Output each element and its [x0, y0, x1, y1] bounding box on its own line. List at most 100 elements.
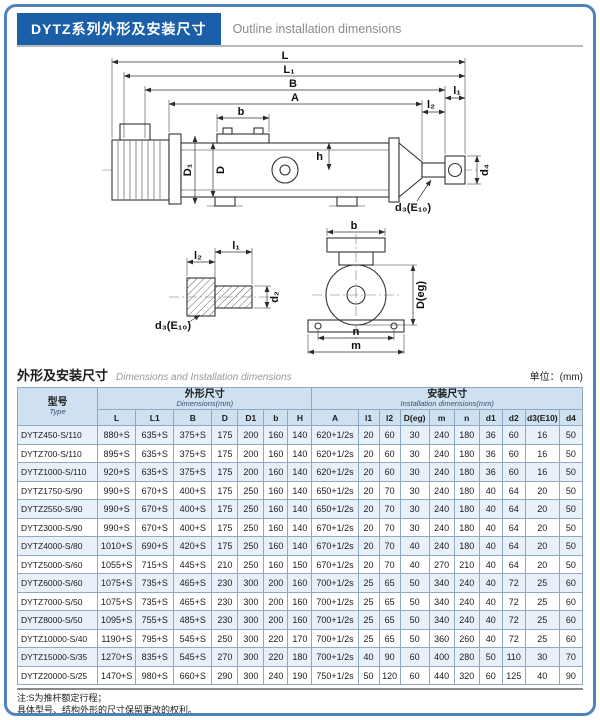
value-cell: 25 — [357, 628, 380, 649]
col-header-B: B — [173, 409, 213, 427]
value-cell: 250 — [237, 554, 265, 575]
value-cell: 260 — [453, 628, 480, 649]
dim-label-b: b — [238, 106, 245, 118]
model-cell: DYTZ1750-S/90 — [16, 480, 99, 501]
value-cell: 320 — [453, 665, 480, 686]
value-cell: 180 — [453, 517, 480, 538]
value-cell: 1010+S — [97, 536, 137, 556]
value-cell: 40 — [478, 536, 503, 556]
install-group-header: 安装尺寸 Installation dimensions(mm) — [311, 386, 583, 411]
value-cell: 485+S — [173, 610, 213, 630]
dim-label-d3e10: d₃(E₁₀) — [395, 202, 431, 214]
value-cell: 40 — [478, 591, 503, 612]
col-header-b: b — [263, 409, 289, 427]
value-cell: 40 — [478, 517, 503, 538]
value-cell: 750+1/2s — [311, 665, 359, 686]
dim-label-d3e10-detail: d₃(E₁₀) — [155, 320, 191, 332]
value-cell: 1270+S — [97, 647, 137, 667]
value-cell: 160 — [263, 480, 289, 501]
value-cell: 40 — [478, 610, 503, 630]
value-cell: 200 — [263, 610, 289, 630]
drawings-svg: L L₁ B A b l₁ l₂ d₄ D₁ — [102, 50, 491, 355]
value-cell: 180 — [453, 443, 480, 464]
value-cell: 180 — [453, 480, 480, 501]
value-cell: 50 — [558, 536, 584, 556]
note-zh-1: 注:S为推杆额定行程； — [17, 693, 107, 704]
section-title: 外形及安装尺寸 — [17, 368, 109, 383]
value-cell: 25 — [357, 573, 380, 593]
value-cell: 700+1/2s — [311, 610, 359, 630]
value-cell: 180 — [287, 647, 313, 667]
value-cell: 60 — [399, 665, 430, 686]
value-cell: 250 — [237, 480, 265, 501]
motor-body — [111, 139, 170, 201]
value-cell: 65 — [378, 628, 401, 649]
value-cell: 64 — [501, 480, 526, 501]
value-cell: 36 — [478, 443, 503, 464]
value-cell: 250 — [211, 628, 239, 649]
value-cell: 50 — [399, 573, 430, 593]
dim-label-L: L — [282, 50, 289, 62]
value-cell: 835+S — [135, 647, 175, 667]
value-cell: 340 — [428, 573, 455, 593]
value-cell: 170 — [287, 628, 313, 649]
value-cell: 180 — [453, 425, 480, 445]
value-cell: 650+1/2s — [311, 480, 359, 501]
value-cell: 20 — [357, 517, 380, 538]
outline-group-en: Dimensions(mm) — [176, 399, 234, 408]
value-cell: 660+S — [173, 665, 213, 686]
value-cell: 400+S — [173, 499, 213, 519]
page-title: DYTZ系列外形及安装尺寸 — [17, 13, 221, 45]
col-header-H: H — [287, 409, 313, 427]
value-cell: 180 — [453, 462, 480, 482]
value-cell: 240 — [428, 536, 455, 556]
value-cell: 670+1/2s — [311, 554, 359, 575]
value-cell: 990+S — [97, 499, 137, 519]
model-cell: DYTZ450-S/110 — [16, 425, 99, 445]
value-cell: 895+S — [97, 443, 137, 464]
flange-bolt — [253, 127, 264, 135]
dimensions-table: 型号 Type 外形尺寸 Dimensions(mm) 安装尺寸 Install… — [16, 386, 584, 686]
dim-label-B: B — [289, 78, 297, 90]
value-cell: 140 — [287, 480, 313, 501]
value-cell: 250 — [237, 517, 265, 538]
value-cell: 30 — [524, 647, 560, 667]
model-cell: DYTZ1000-S/110 — [16, 462, 99, 482]
technical-drawing-area: L L₁ B A b l₁ l₂ d₄ D₁ — [17, 48, 583, 363]
value-cell: 64 — [501, 536, 526, 556]
value-cell: 160 — [263, 443, 289, 464]
value-cell: 465+S — [173, 573, 213, 593]
value-cell: 270 — [211, 647, 239, 667]
value-cell: 175 — [211, 443, 239, 464]
col-header-L: L — [97, 409, 137, 427]
cone — [398, 141, 423, 199]
value-cell: 270 — [428, 554, 455, 575]
value-cell: 110 — [501, 647, 526, 667]
value-cell: 175 — [211, 480, 239, 501]
col-header-n: n — [453, 409, 480, 427]
value-cell: 300 — [237, 610, 265, 630]
value-cell: 50 — [399, 591, 430, 612]
value-cell: 160 — [263, 536, 289, 556]
value-cell: 40 — [478, 480, 503, 501]
bolt-hole — [314, 322, 322, 330]
value-cell: 70 — [378, 480, 401, 501]
value-cell: 60 — [501, 443, 526, 464]
value-cell: 70 — [378, 554, 401, 575]
value-cell: 40 — [357, 647, 380, 667]
main-assembly-view: L L₁ B A b l₁ l₂ d₄ D₁ — [102, 50, 491, 214]
value-cell: 140 — [287, 499, 313, 519]
value-cell: 50 — [558, 443, 584, 464]
value-cell: 64 — [501, 554, 526, 575]
value-cell: 920+S — [97, 462, 137, 482]
value-cell: 200 — [263, 591, 289, 612]
dim-label-d2: d₂ — [269, 291, 281, 303]
model-cell: DYTZ4000-S/80 — [16, 536, 99, 556]
value-cell: 200 — [237, 425, 265, 445]
value-cell: 735+S — [135, 573, 175, 593]
value-cell: 40 — [478, 628, 503, 649]
flange-bolt — [222, 127, 233, 135]
value-cell: 545+S — [173, 647, 213, 667]
